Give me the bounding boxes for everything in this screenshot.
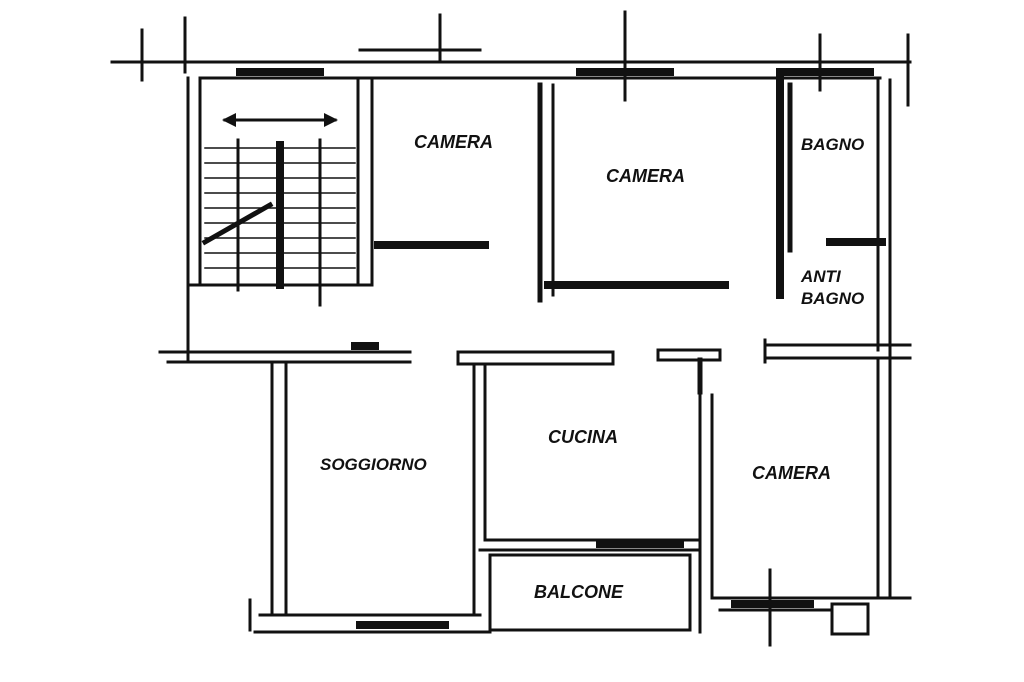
room-label-bagno: BAGNO: [801, 135, 865, 154]
room-label-camera-1: CAMERA: [414, 132, 493, 152]
camera-1-walls: [374, 82, 543, 303]
camera-2-walls: [544, 76, 784, 299]
room-label-soggiorno: SOGGIORNO: [320, 455, 427, 474]
room-label-camera-2: CAMERA: [606, 166, 685, 186]
soggiorno-walls: [248, 360, 492, 634]
cucina-walls: [472, 358, 714, 634]
stair-walls: [186, 76, 374, 362]
exterior-wall-top: [110, 10, 912, 107]
room-label-anti-bagno-line2: BAGNO: [801, 289, 865, 308]
room-label-camera-3: CAMERA: [752, 463, 831, 483]
room-label-balcone: BALCONE: [534, 582, 623, 602]
arrow-right-icon: [324, 113, 338, 127]
arrow-left-icon: [222, 113, 236, 127]
room-label-anti-bagno-line1: ANTI: [801, 267, 841, 286]
staircase: [201, 113, 356, 307]
camera-3-walls: [710, 358, 912, 647]
bathroom-walls: [787, 78, 892, 362]
balcone-walls: [488, 553, 692, 632]
room-label-cucina: CUCINA: [548, 427, 618, 447]
